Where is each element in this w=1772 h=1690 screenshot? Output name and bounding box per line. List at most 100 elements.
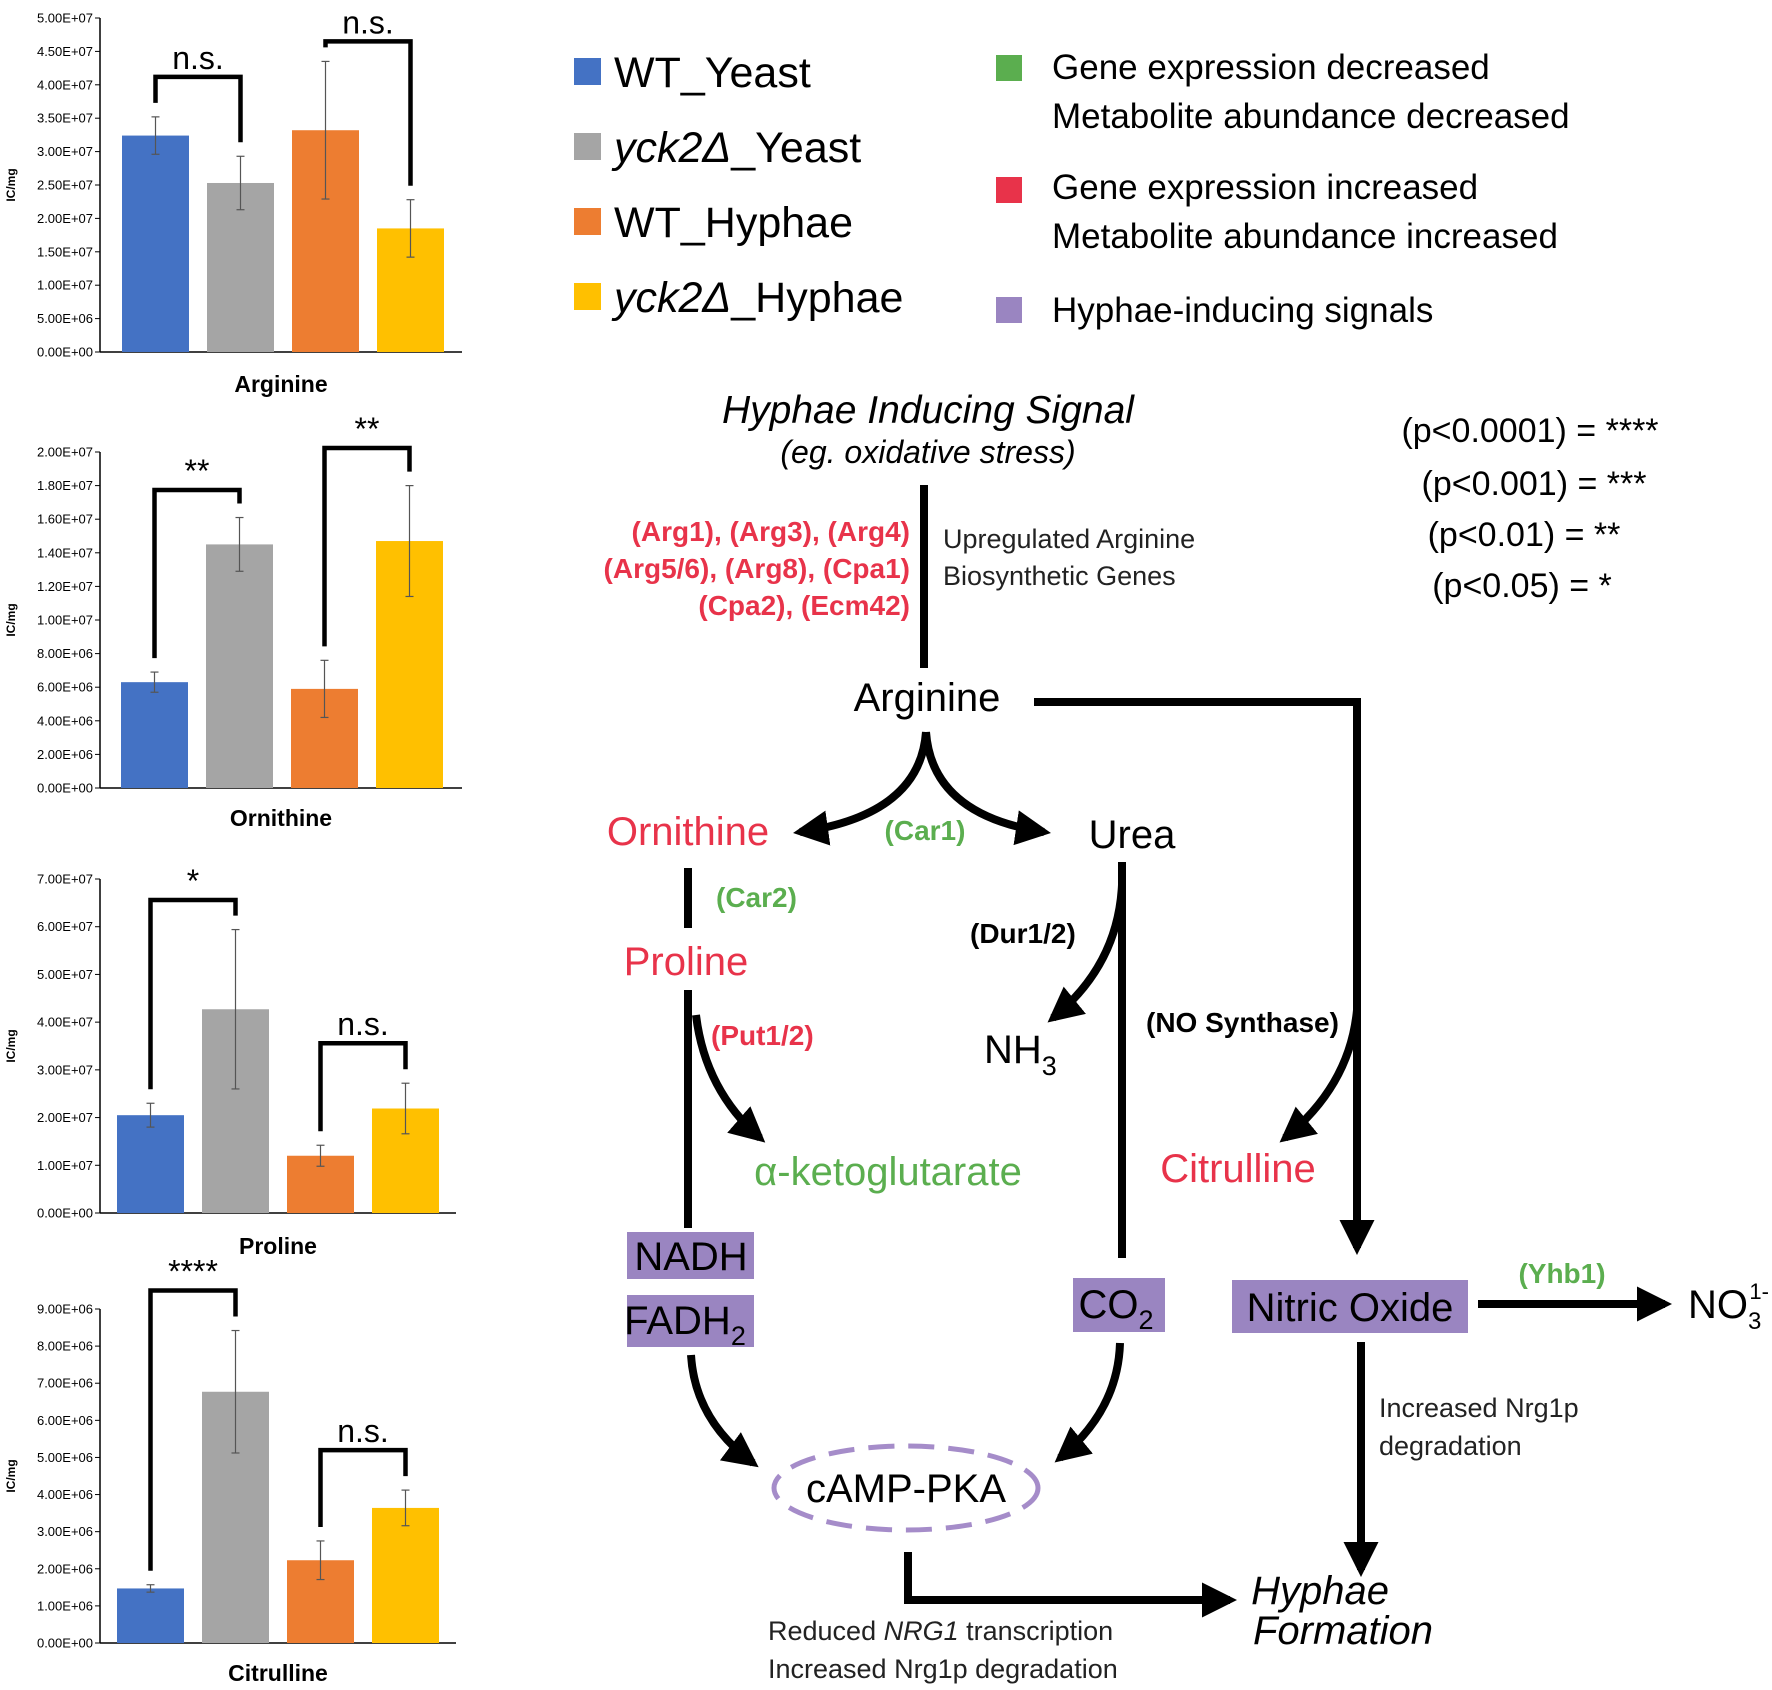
y-tick-label: 5.00E+07 [37, 967, 93, 982]
significance-label: n.s. [337, 1006, 389, 1042]
y-tick-label: 7.00E+07 [37, 872, 93, 887]
y-tick-label: 2.00E+07 [37, 211, 93, 226]
nos-label: (NO Synthase) [1146, 1007, 1339, 1038]
y-tick-label: 1.00E+07 [37, 1158, 93, 1173]
bar-WT_Yeast [122, 135, 189, 352]
significance-bracket [148, 1288, 238, 1571]
nadh-box [627, 1232, 754, 1279]
y-tick-label: 3.50E+07 [37, 111, 93, 126]
key-label: Metabolite abundance increased [1052, 217, 1558, 256]
y-tick-label: 1.20E+07 [37, 579, 93, 594]
citrulline-node: Citrulline [1160, 1147, 1316, 1191]
significance-bracket [153, 74, 243, 143]
bar-WT_Yeast [121, 682, 188, 788]
y-tick-label: 5.00E+07 [37, 11, 93, 26]
fadh-to-camp-arrow [687, 1354, 759, 1468]
significance-key: (p<0.0001) = **** (p<0.001) = *** (p<0.0… [1401, 412, 1658, 605]
nitric-oxide-box [1232, 1280, 1468, 1333]
urea-node: Urea [1089, 813, 1176, 857]
significance-label: ** [185, 453, 210, 489]
y-tick-label: 4.00E+06 [37, 1487, 93, 1502]
y-tick-label: 2.00E+06 [37, 1561, 93, 1576]
arginine-node: Arginine [854, 676, 1001, 720]
hyphae-formation-line-2: Formation [1253, 1609, 1433, 1653]
pathway-diagram: Hyphae Inducing Signal (eg. oxidative st… [604, 389, 1769, 1684]
camp-pka-ellipse [771, 1443, 1041, 1533]
y-axis-label: IC/mg [4, 1029, 18, 1062]
signal-subtitle: (eg. oxidative stress) [780, 434, 1075, 470]
pval-line-4: (p<0.05) = * [1432, 567, 1612, 605]
genes-line-3: (Cpa2), (Ecm42) [698, 590, 910, 621]
y-tick-label: 1.00E+07 [37, 613, 93, 628]
y-axis-label: IC/mg [4, 168, 18, 201]
pval-line-3: (p<0.01) = ** [1428, 516, 1621, 554]
reduced-note-line-2: Increased Nrg1p degradation [768, 1654, 1118, 1684]
proline-to-akg-arrow [692, 1014, 766, 1143]
fadh-label: FADH2 [624, 1299, 746, 1351]
y-tick-label: 7.00E+06 [37, 1376, 93, 1391]
key-label: Gene expression decreased [1052, 48, 1490, 87]
dur-label: (Dur1/2) [970, 918, 1076, 949]
key-swatch [996, 297, 1022, 323]
y-tick-label: 4.00E+07 [37, 1015, 93, 1030]
x-axis-label: Proline [239, 1233, 317, 1259]
significance-bracket [318, 1040, 408, 1132]
significance-label: **** [168, 1254, 218, 1290]
pval-line-1: (p<0.0001) = **** [1401, 412, 1658, 450]
significance-label: n.s. [342, 4, 394, 40]
y-axis-label: IC/mg [4, 603, 18, 636]
nrg-note-line-2: degradation [1379, 1431, 1522, 1461]
key-label: Hyphae-inducing signals [1052, 291, 1433, 330]
significance-bracket [318, 1447, 408, 1527]
arginine-to-ornithine-arrow [793, 731, 930, 846]
key-label: Metabolite abundance decreased [1052, 97, 1570, 136]
car1-label: (Car1) [885, 815, 966, 846]
y-tick-label: 3.00E+07 [37, 144, 93, 159]
ornithine-node: Ornithine [607, 810, 769, 854]
upregulated-line-2: Biosynthetic Genes [943, 561, 1176, 591]
genes-line-1: (Arg1), (Arg3), (Arg4) [632, 516, 910, 547]
legend-label: yck2Δ_Hyphae [611, 274, 903, 322]
y-tick-label: 4.50E+07 [37, 44, 93, 59]
significance-label: n.s. [337, 1413, 389, 1449]
genes-line-2: (Arg5/6), (Arg8), (Cpa1) [604, 553, 910, 584]
nadh-label: NADH [634, 1235, 747, 1279]
urea-to-nh3-arrow [1047, 884, 1126, 1023]
y-tick-label: 0.00E+00 [37, 1206, 93, 1221]
y-tick-label: 1.00E+06 [37, 1598, 93, 1613]
bar-yck2Δ_Yeast [206, 544, 273, 788]
arginine-to-nitric-oxide-arrow [1034, 698, 1375, 1256]
y-tick-label: 2.00E+06 [37, 747, 93, 762]
put-label: (Put1/2) [711, 1020, 814, 1051]
y-tick-label: 8.00E+06 [37, 1339, 93, 1354]
nrg-note-line-1: Increased Nrg1p [1379, 1393, 1579, 1423]
car2-label: (Car2) [716, 882, 797, 913]
x-axis-label: Ornithine [230, 805, 332, 831]
y-tick-label: 0.00E+00 [37, 781, 93, 796]
chart-proline: 0.00E+001.00E+072.00E+073.00E+074.00E+07… [4, 863, 456, 1259]
bar-charts: 0.00E+00 5.00E+06 1.00E+07 1.50E+07 2.00E+07… [4, 4, 462, 1686]
y-tick-label: 0.00E+00 [37, 1636, 93, 1651]
significance-label: * [187, 863, 199, 899]
yhb1-label: (Yhb1) [1518, 1258, 1605, 1289]
nh3-node: NH3 [984, 1028, 1057, 1081]
significance-label: ** [355, 411, 380, 447]
akg-node: α-ketoglutarate [754, 1150, 1022, 1194]
y-tick-label: 5.00E+06 [37, 311, 93, 326]
bar-yck2Δ_Yeast [207, 182, 274, 352]
legend-label: yck2Δ_Yeast [611, 124, 861, 172]
y-tick-label: 3.00E+06 [37, 1524, 93, 1539]
y-tick-label: 6.00E+06 [37, 680, 93, 695]
chart-ornithine: 0.00E+002.00E+064.00E+066.00E+068.00E+06… [4, 411, 462, 831]
legend-swatch [574, 133, 601, 160]
y-tick-label: 1.50E+07 [37, 244, 93, 259]
y-tick-label: 9.00E+06 [37, 1302, 93, 1317]
y-tick-label: 2.00E+07 [37, 1110, 93, 1125]
nitric-oxide-label: Nitric Oxide [1247, 1286, 1454, 1330]
y-tick-label: 4.00E+07 [37, 77, 93, 92]
reduced-note-line-1: Reduced NRG1 transcription [768, 1616, 1113, 1646]
key-swatch [996, 55, 1022, 81]
chart-arginine: 0.00E+005.00E+061.00E+071.50E+072.00E+07… [4, 4, 462, 397]
